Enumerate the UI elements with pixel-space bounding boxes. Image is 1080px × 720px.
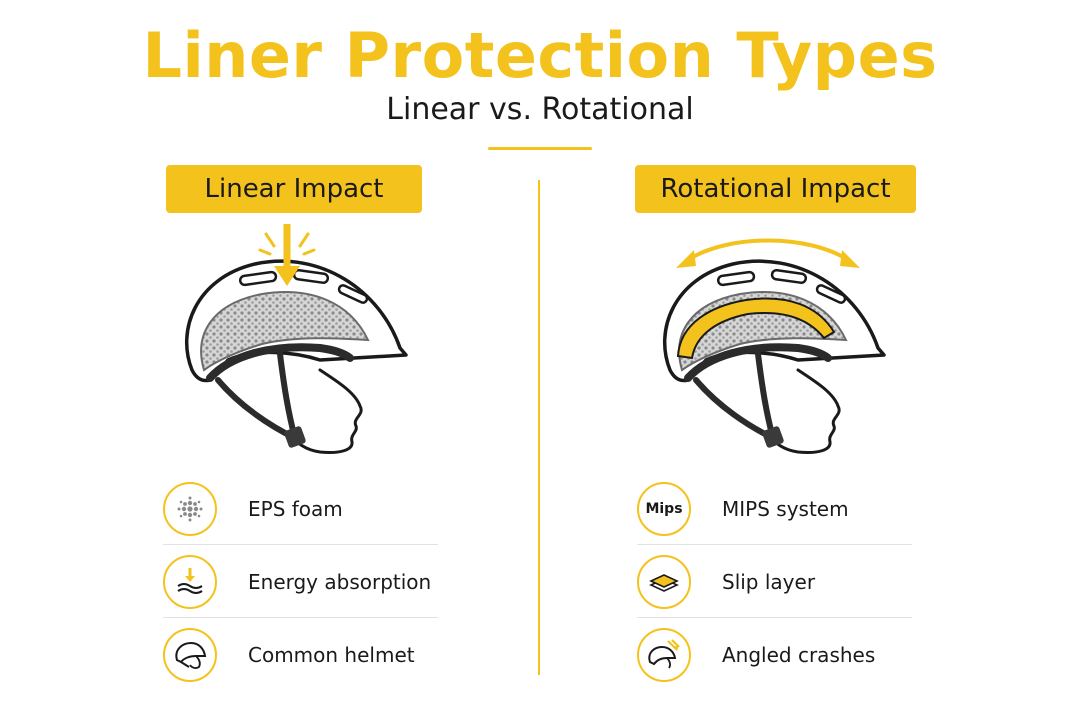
rotational-impact-helmet-illustration [662, 238, 886, 454]
feature-label: Energy absorption [248, 569, 432, 594]
list-item: Mips MIPS system [637, 472, 912, 545]
list-item: EPS foam [163, 472, 438, 545]
foam-dots-icon [163, 481, 217, 536]
feature-label: Angled crashes [722, 642, 876, 667]
slip-layer-icon [637, 554, 691, 609]
angled-crash-helmet-icon [637, 627, 691, 682]
feature-label: MIPS system [722, 496, 849, 521]
page-subtitle: Linear vs. Rotational [386, 92, 694, 127]
strap-buckle [284, 426, 306, 448]
list-item: Angled crashes [637, 618, 912, 691]
mips-badge-text: Mips [645, 500, 683, 517]
head-outline [286, 368, 363, 454]
list-item: Common helmet [163, 618, 438, 691]
page-title: Liner Protection Types [142, 19, 938, 92]
rotational-impact-label: Rotational Impact [635, 165, 916, 213]
mips-slip-layer [676, 297, 836, 360]
feature-label: EPS foam [248, 496, 343, 521]
feature-label: Common helmet [248, 642, 415, 667]
rotational-feature-list: Mips MIPS system Slip layer Angled crash… [637, 472, 912, 691]
mips-badge-icon: Mips [637, 481, 691, 536]
list-item: Energy absorption [163, 545, 438, 618]
list-item: Slip layer [637, 545, 912, 618]
energy-absorption-icon [163, 554, 217, 609]
rotational-impact-arrow [676, 238, 860, 268]
linear-impact-label: Linear Impact [166, 165, 422, 213]
linear-feature-list: EPS foam Energy absorption Common helmet [163, 472, 438, 691]
eps-foam-liner [200, 290, 370, 372]
title-underline [488, 147, 592, 150]
helmet-icon [163, 627, 217, 682]
feature-label: Slip layer [722, 569, 816, 594]
linear-impact-arrow [258, 224, 316, 286]
center-divider [538, 180, 540, 675]
linear-impact-helmet-illustration [184, 224, 408, 454]
